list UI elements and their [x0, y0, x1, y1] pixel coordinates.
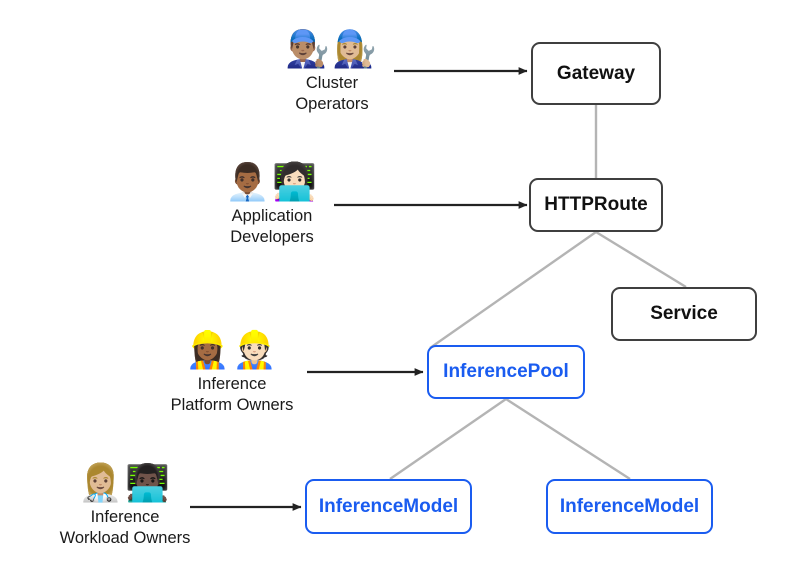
inference-workload-owners-emoji: 👩🏼‍⚕️👨🏿‍💻	[78, 463, 172, 504]
edge-httproute-inferencepool	[429, 231, 597, 349]
cluster-operators-emoji: 👨🏽‍🔧👩🏼‍🔧	[285, 29, 379, 70]
edge-inferencepool-inferencemodel-2	[505, 397, 631, 481]
node-service[interactable]: Service	[611, 287, 757, 341]
application-developers-label: Application Developers	[230, 207, 314, 246]
cluster-operators-label: Cluster Operators	[295, 74, 369, 113]
node-httproute[interactable]: HTTPRoute	[529, 178, 663, 232]
application-developers-emoji: 👨🏾‍💼👩🏻‍💻	[225, 162, 319, 203]
inference-workload-owners-label: Inference Workload Owners	[59, 508, 191, 547]
edge-httproute-service	[595, 230, 687, 289]
inference-platform-owners-emoji: 👷🏾‍♀️👷🏻	[185, 330, 279, 371]
edge-inferencepool-inferencemodel-1	[389, 398, 507, 480]
node-gateway[interactable]: Gateway	[531, 42, 661, 105]
persona-inference-platform-owners: 👷🏾‍♀️👷🏻 Inference Platform Owners	[122, 331, 342, 416]
inference-platform-owners-label: Inference Platform Owners	[170, 375, 294, 414]
persona-application-developers: 👨🏾‍💼👩🏻‍💻 Application Developers	[162, 163, 382, 248]
node-inferencepool[interactable]: InferencePool	[427, 345, 585, 399]
node-inferencemodel-1[interactable]: InferenceModel	[305, 479, 472, 534]
node-inferencemodel-2[interactable]: InferenceModel	[546, 479, 713, 534]
persona-inference-workload-owners: 👩🏼‍⚕️👨🏿‍💻 Inference Workload Owners	[15, 464, 235, 549]
persona-cluster-operators: 👨🏽‍🔧👩🏼‍🔧 Cluster Operators	[222, 30, 442, 115]
